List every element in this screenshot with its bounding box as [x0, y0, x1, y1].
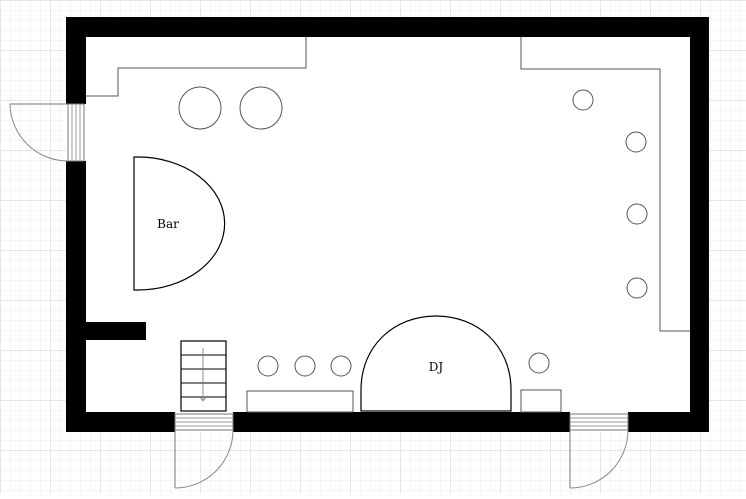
- round-table[interactable]: [178, 86, 222, 130]
- interior-wall-stub: [84, 322, 146, 340]
- stool[interactable]: [257, 355, 279, 377]
- left-door[interactable]: [9, 103, 88, 162]
- bar-label: Bar: [157, 217, 179, 231]
- stool[interactable]: [294, 355, 316, 377]
- round-table[interactable]: [239, 86, 283, 130]
- dj-label: DJ: [429, 360, 444, 374]
- bottom-counter: [246, 390, 354, 413]
- stool[interactable]: [626, 277, 648, 299]
- stool[interactable]: [625, 131, 647, 153]
- stair-arrow-head: [198, 395, 208, 402]
- dj-booth[interactable]: [360, 315, 512, 412]
- stool[interactable]: [528, 352, 550, 374]
- bottom-left-door[interactable]: [174, 410, 234, 489]
- stool[interactable]: [572, 89, 594, 111]
- bar-counter[interactable]: [133, 156, 226, 291]
- right-bench: [520, 37, 690, 332]
- stool[interactable]: [626, 203, 648, 225]
- staircase[interactable]: [180, 340, 227, 412]
- bottom-right-door[interactable]: [569, 410, 629, 489]
- top-left-counter: [86, 37, 307, 97]
- speaker-box: [520, 389, 562, 413]
- stool[interactable]: [330, 355, 352, 377]
